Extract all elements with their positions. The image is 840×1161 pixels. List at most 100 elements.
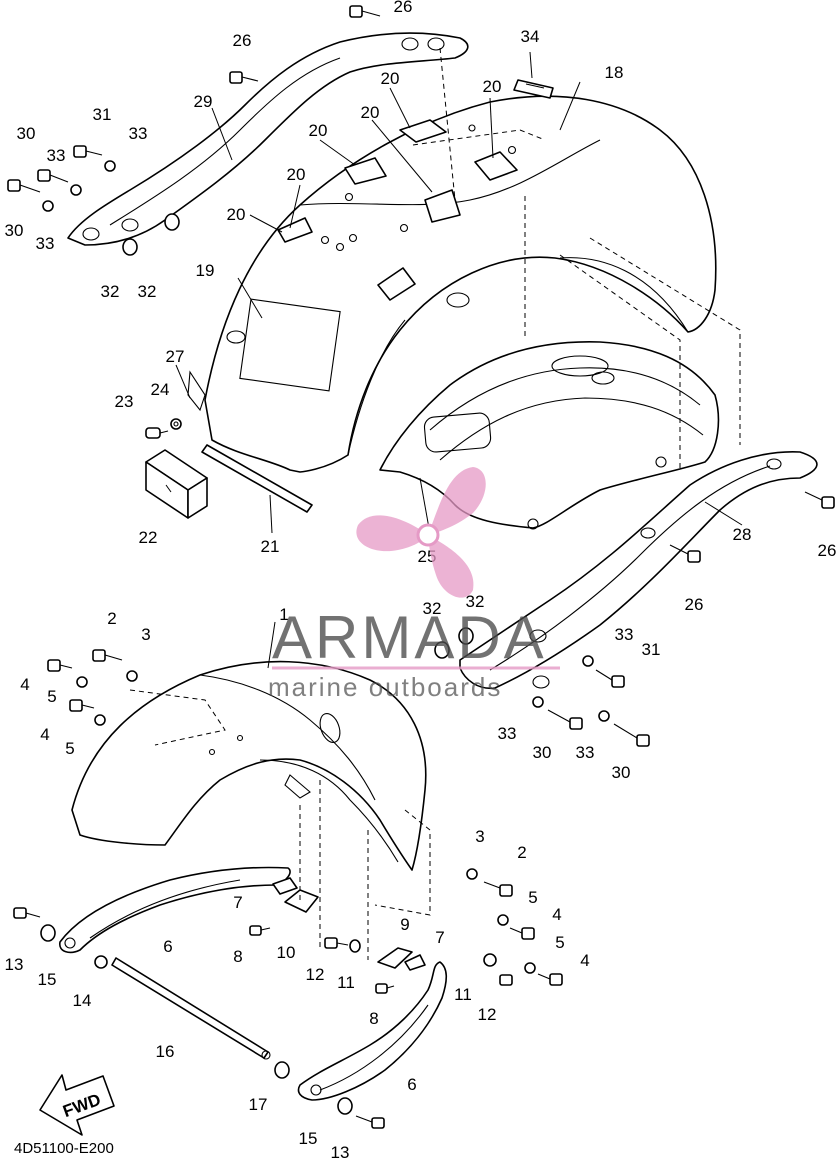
screw-8-left: [249, 925, 271, 936]
callout-7: 7: [233, 893, 242, 912]
watermark: ARMADA marine outboards: [268, 467, 560, 702]
callout-3: 3: [141, 625, 150, 644]
bolt-30-b: [7, 179, 41, 193]
bolt-4-b: [69, 699, 95, 712]
washer-5-c: [497, 914, 509, 926]
bolt-4-d: [537, 973, 563, 986]
callout-7: 7: [435, 928, 444, 947]
callout-33: 33: [47, 146, 66, 165]
callout-33: 33: [576, 743, 595, 762]
callout-8: 8: [233, 947, 242, 966]
callout-5: 5: [65, 739, 74, 758]
bolt-2-a: [92, 649, 123, 662]
bolt-26-d: [669, 544, 701, 563]
callout-labels: 1 2 2 3 3 4 4 4 4 5 5 5 5 6 6 7 7 8 8 9 …: [5, 0, 837, 1161]
callout-31: 31: [93, 105, 112, 124]
callout-15: 15: [38, 970, 57, 989]
collar-32-d: [458, 627, 474, 645]
leader-lines: [165, 51, 743, 669]
callout-20: 20: [483, 77, 502, 96]
callout-5: 5: [528, 888, 537, 907]
washer-33-d: [582, 655, 594, 667]
screw-23: [145, 427, 169, 439]
label-34: [513, 79, 554, 99]
washer-24: [170, 418, 182, 430]
callout-33: 33: [36, 234, 55, 253]
callout-15: 15: [299, 1129, 318, 1148]
bolt-13-left: [13, 907, 41, 919]
plate-27: [187, 370, 206, 412]
bolt-31-b: [595, 669, 625, 688]
washer-33-e: [532, 696, 544, 708]
callout-20: 20: [381, 69, 400, 88]
propeller-logo-icon: [356, 467, 486, 598]
collar-17: [274, 1061, 290, 1079]
fwd-arrow-icon: FWD: [39, 1074, 115, 1136]
screw-8-right: [375, 983, 395, 994]
callout-22: 22: [139, 528, 158, 547]
callout-29: 29: [194, 92, 213, 111]
box-22: [145, 449, 208, 519]
callout-19: 19: [196, 261, 215, 280]
watermark-tagline: marine outboards: [268, 672, 502, 702]
callout-26: 26: [685, 595, 704, 614]
collar-32-b: [164, 213, 180, 231]
callout-26: 26: [394, 0, 413, 16]
washer-3-a: [126, 670, 138, 682]
bolt-26-c: [804, 491, 835, 509]
front-fender-1: [71, 660, 427, 871]
washer-33-b: [70, 184, 82, 196]
collar-15-left: [40, 924, 56, 942]
washer-5-b: [94, 714, 106, 726]
bolt-12-right: [499, 974, 513, 986]
rear-fender-18: [204, 95, 717, 473]
callout-12: 12: [478, 1005, 497, 1024]
callout-30: 30: [533, 743, 552, 762]
washer-33-a: [104, 160, 116, 172]
diagram-code: 4D51100-E200: [14, 1140, 114, 1157]
callout-4: 4: [580, 951, 589, 970]
reflector-bracket-21: [201, 444, 313, 513]
bolt-4-c: [509, 927, 535, 940]
callout-26: 26: [233, 31, 252, 50]
bolt-26-a: [349, 5, 381, 18]
callout-33: 33: [129, 124, 148, 143]
fender-stay-6-right: [297, 961, 448, 1101]
bolt-30-a: [37, 169, 69, 183]
callout-13: 13: [331, 1143, 350, 1161]
clip-7-left: [272, 877, 298, 895]
collar-32-c: [434, 641, 450, 659]
rear-side-rail-28: [459, 451, 818, 690]
callout-26: 26: [818, 541, 837, 560]
callout-4: 4: [20, 675, 29, 694]
callout-32: 32: [101, 282, 120, 301]
callout-4: 4: [552, 905, 561, 924]
washer-5-d: [524, 962, 536, 974]
callout-30: 30: [5, 221, 24, 240]
callout-23: 23: [115, 392, 134, 411]
callout-11: 11: [454, 985, 472, 1004]
callout-10: 10: [277, 943, 296, 962]
callout-8: 8: [369, 1009, 378, 1028]
callout-14: 14: [73, 991, 92, 1010]
callout-20: 20: [227, 205, 246, 224]
callout-6: 6: [163, 937, 172, 956]
callout-28: 28: [733, 525, 752, 544]
washer-33-c: [42, 200, 54, 212]
grommet-11-left: [349, 939, 361, 953]
callout-34: 34: [521, 27, 540, 46]
washer-33-f: [598, 710, 610, 722]
bolt-12-left: [324, 937, 349, 949]
callout-32: 32: [138, 282, 157, 301]
callout-17: 17: [249, 1095, 268, 1114]
callout-33: 33: [615, 625, 634, 644]
assembly-lines: [129, 47, 741, 960]
callout-20: 20: [361, 103, 380, 122]
callout-9: 9: [400, 915, 409, 934]
callout-18: 18: [605, 63, 624, 82]
callout-32: 32: [423, 599, 442, 618]
rear-side-rail-29: [67, 32, 469, 246]
callout-2: 2: [517, 843, 526, 862]
callout-24: 24: [151, 380, 170, 399]
